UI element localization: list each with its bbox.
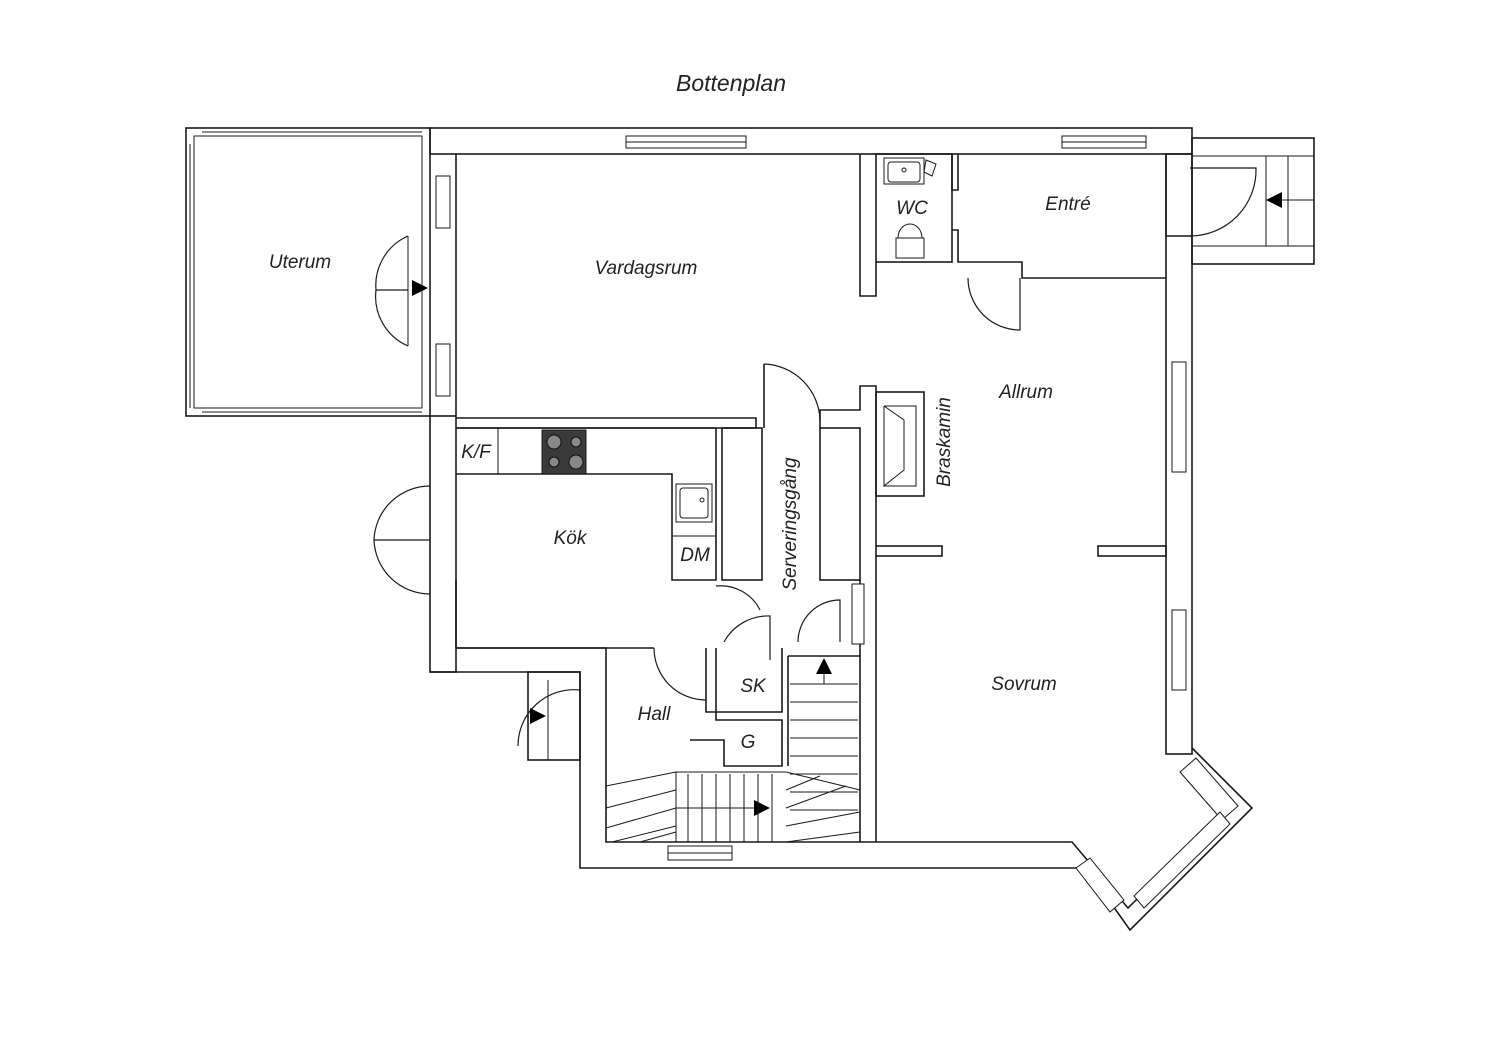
room-label-allrum: Allrum <box>998 382 1053 403</box>
stair-winder <box>639 831 677 843</box>
staircase-winding <box>605 771 861 843</box>
room-label-vardagsrum: Vardagsrum <box>595 258 698 279</box>
plan-title: Bottenplan <box>676 70 786 96</box>
room-label-kok: Kök <box>554 528 588 549</box>
stair-winder <box>605 789 677 809</box>
entry-steps <box>1191 137 1315 265</box>
room-label-wc: WC <box>896 198 928 219</box>
stove <box>541 429 587 475</box>
room-label-braskamin: Braskamin <box>934 397 955 487</box>
room-label-sovrum: Sovrum <box>991 674 1056 695</box>
stair-winder <box>785 831 861 843</box>
room-label-dm: DM <box>680 545 710 566</box>
stair-winder <box>785 785 847 809</box>
room-label-uterum: Uterum <box>269 252 331 273</box>
room-label-g: G <box>741 732 756 753</box>
room-label-hall: Hall <box>638 704 672 725</box>
stair-winder <box>785 775 821 791</box>
windows <box>189 131 1239 913</box>
doors <box>373 167 1257 747</box>
room-label-serveringsgang: Serveringsgång <box>780 457 801 591</box>
outer-walls <box>185 127 1254 932</box>
stair-winder <box>611 825 677 843</box>
entry-arrow <box>1266 192 1282 208</box>
staircase-straight <box>790 658 858 811</box>
room-label-kf: K/F <box>461 442 492 463</box>
braskamin <box>875 391 925 497</box>
wc-fixtures <box>883 157 937 259</box>
stair-winder <box>605 807 677 829</box>
sink <box>675 483 713 523</box>
room-label-entre: Entré <box>1045 194 1090 215</box>
room-label-sk: SK <box>740 676 767 697</box>
stair-winder <box>785 811 861 827</box>
